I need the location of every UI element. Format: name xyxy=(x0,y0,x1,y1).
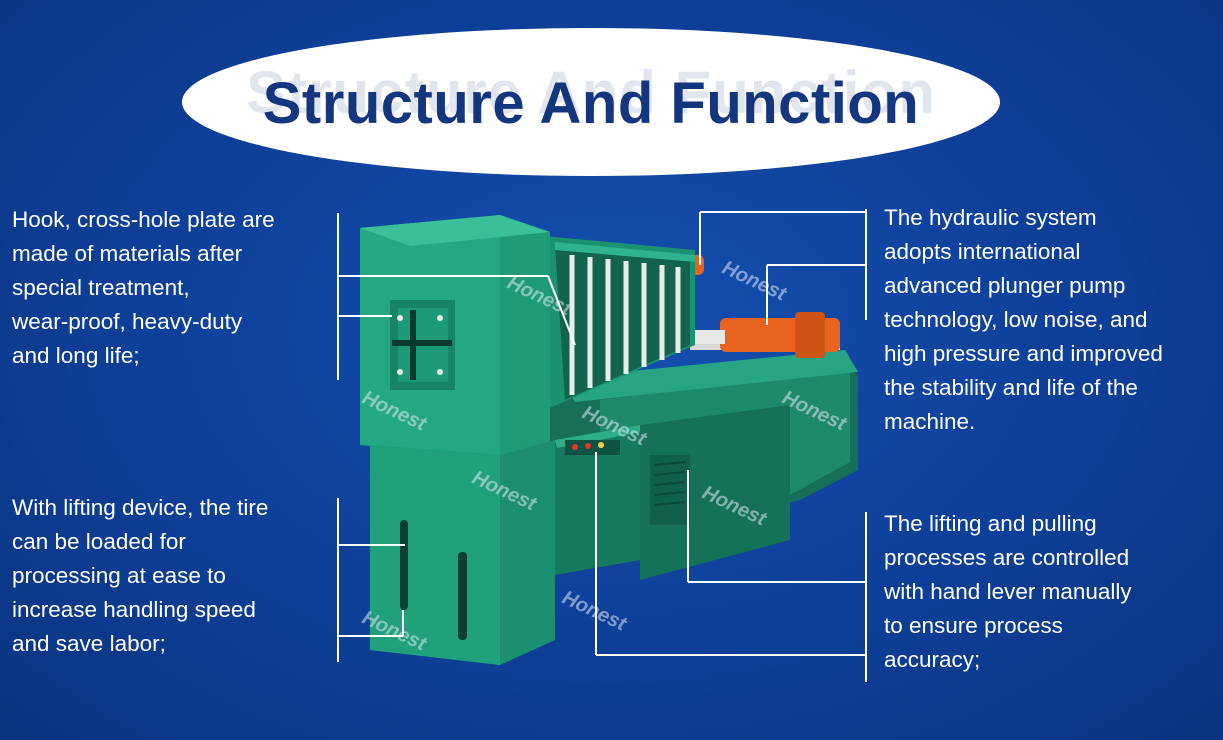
callout-lifting-device: With lifting device, the tire can be loa… xyxy=(12,495,269,656)
callout-hydraulic-system: The hydraulic system adopts internationa… xyxy=(884,205,1163,434)
callout-hand-lever-control: The lifting and pulling processes are co… xyxy=(884,511,1132,672)
title-shadow: Structure And Function xyxy=(246,59,936,126)
title-bubble xyxy=(182,28,1000,176)
callout-hook-plate: Hook, cross-hole plate are made of mater… xyxy=(12,207,275,368)
page-title: Structure And Function xyxy=(262,71,920,136)
